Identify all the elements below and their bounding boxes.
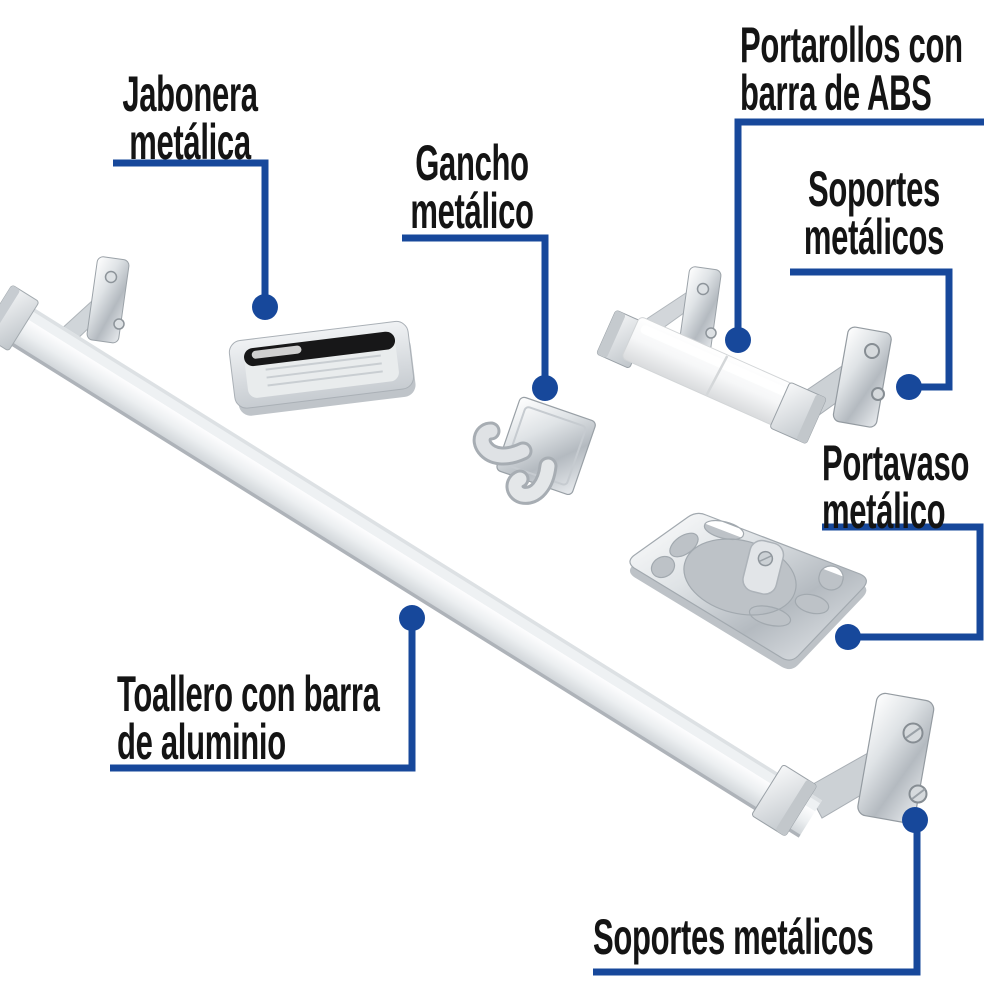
paper-holder-right-bracket [832, 326, 892, 428]
callout-lines [110, 118, 984, 976]
towel-bar-left-cap-face [0, 285, 20, 339]
label-portarollos-con-barra-de-abs: Portarollos con barra de ABS [740, 17, 963, 121]
label-line: Soportes metálicos [593, 909, 874, 965]
screw-icon [864, 343, 880, 359]
label-soportes-metalicos-superior: Soportes metálicos [750, 161, 998, 265]
label-line: Jabonera [122, 66, 258, 122]
callout-dot-jabonera [252, 294, 278, 320]
label-line: metálicos [803, 209, 945, 265]
label-line: Portarollos con [740, 17, 963, 73]
callout-dot-soportes-inferior [902, 807, 928, 833]
label-line: metálico [822, 483, 946, 539]
label-line: Portavaso [822, 435, 970, 491]
towel-bar-left-bracket [86, 256, 130, 344]
callout-dots [252, 294, 928, 833]
callout-dot-soportes-superior [896, 374, 922, 400]
callout-dot-portavaso [835, 624, 861, 650]
towel-bar-illustration [0, 256, 935, 838]
label-line: Soportes [808, 161, 940, 217]
screw-icon [696, 282, 710, 296]
towel-bar-right-cap-face [776, 780, 816, 836]
hook-illustration [472, 396, 596, 505]
label-gancho-metalico: Gancho metálico [348, 135, 596, 239]
screw-icon [113, 318, 125, 330]
callout-dot-gancho [532, 375, 558, 401]
label-line: barra de ABS [740, 65, 932, 121]
callout-line-soportes-superior [790, 268, 953, 391]
screw-icon [705, 327, 717, 339]
label-line: Gancho [415, 135, 529, 191]
label-line: metálica [129, 114, 251, 170]
label-toallero-con-barra-de-aluminio: Toallero con barra de aluminio [117, 666, 380, 770]
callout-line-portavaso [822, 523, 984, 641]
cup-holder-illustration [629, 512, 867, 670]
towel-bar-right-bracket [857, 692, 935, 824]
screw-slot [905, 727, 921, 739]
cup-holder-mount-tab [742, 539, 785, 595]
callout-line-jabonera [113, 159, 269, 300]
callout-dot-toallero [399, 605, 425, 631]
screw-icon [104, 270, 118, 284]
label-line: Toallero con barra [117, 666, 380, 722]
label-jabonera-metalica: Jabonera metálica [66, 66, 314, 170]
label-portavaso-metalico: Portavaso metálico [822, 435, 970, 539]
callout-line-gancho [402, 234, 549, 382]
paper-holder-right-cap [770, 382, 827, 444]
towel-bar-left-cap [0, 285, 39, 351]
screw-slot [911, 788, 926, 800]
callout-dot-portarollos [725, 327, 751, 353]
soap-dish-illustration [228, 320, 416, 416]
paper-holder-illustration [596, 266, 892, 444]
callout-line-toallero [110, 626, 416, 772]
label-line: metálico [410, 183, 534, 239]
callout-line-soportes-inferior [593, 829, 921, 976]
towel-bar-rod [0, 285, 822, 838]
screw-icon [871, 387, 885, 401]
label-line: de aluminio [117, 714, 286, 770]
label-soportes-metalicos-inferior: Soportes metálicos [593, 909, 874, 965]
callout-line-portarollos [734, 118, 984, 333]
